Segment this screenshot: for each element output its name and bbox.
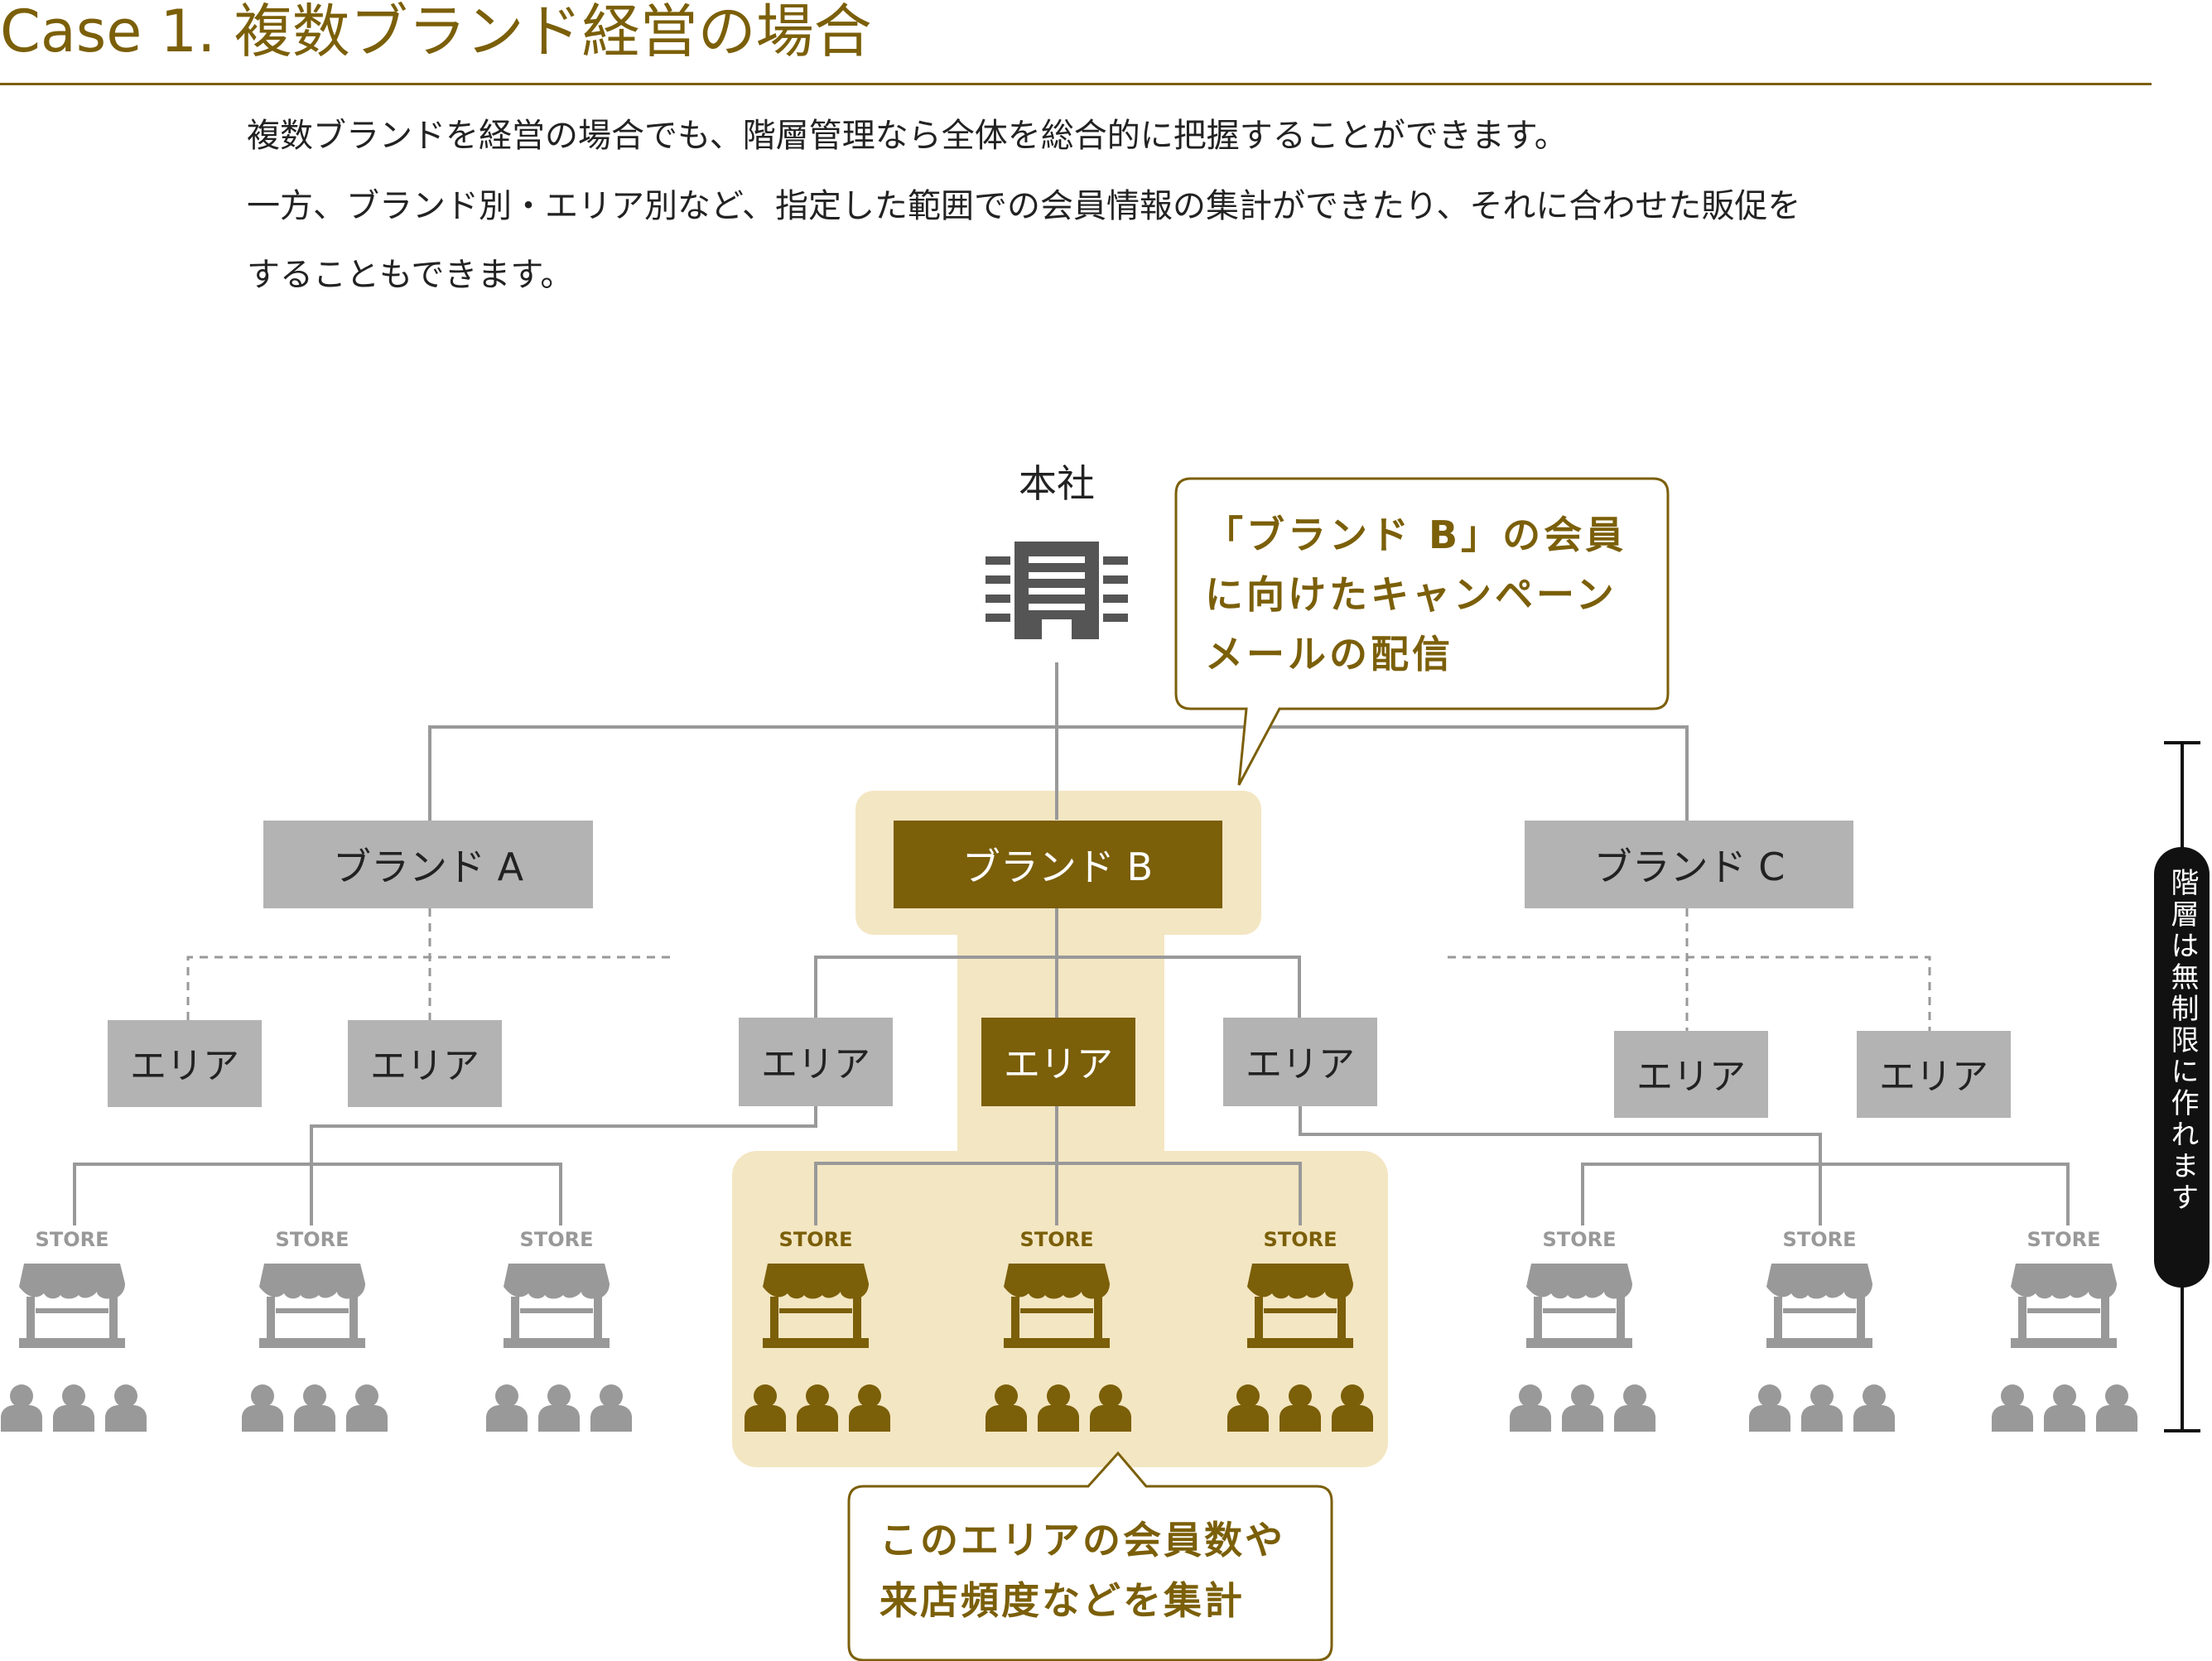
store-label: STORE (276, 1228, 349, 1251)
area-box-b3: エリア (1223, 1018, 1377, 1106)
store-5: STORE (986, 1228, 1131, 1432)
store-7: STORE (1510, 1228, 1655, 1432)
hq-label: 本社 (1019, 461, 1095, 506)
people-icon (986, 1384, 1131, 1432)
area-label: エリア (370, 1045, 480, 1087)
people-icon (745, 1384, 890, 1432)
people-icon (242, 1384, 388, 1432)
area-label: エリア (130, 1045, 239, 1087)
title-underline (0, 83, 2152, 85)
store-label: STORE (1783, 1228, 1857, 1251)
store-label: STORE (1543, 1228, 1617, 1251)
brand-c-box: ブランド C (1525, 821, 1853, 908)
connector-lines (73, 662, 2070, 1225)
people-icon (1992, 1384, 2137, 1432)
callout-campaign: 「ブランド B」の会員 に向けたキャンペーン メールの配信 (1174, 477, 1670, 786)
brand-b-label: ブランド B (962, 845, 1153, 889)
area-label: エリア (761, 1043, 870, 1086)
area-box-a2: エリア (348, 1020, 502, 1107)
people-icon (486, 1384, 632, 1432)
storefront-icon (1526, 1264, 1632, 1348)
people-icon (1749, 1384, 1895, 1432)
store-1: STORE (1, 1228, 147, 1432)
callout-area-stats: このエリアの会員数や 来店頻度などを集計 (847, 1451, 1333, 1661)
store-label: STORE (779, 1228, 853, 1251)
dashed-connectors (186, 908, 1931, 1031)
callout-bottom-line-2: 来店頻度などを集計 (879, 1578, 1245, 1623)
store-2: STORE (242, 1228, 388, 1432)
brand-b-box: ブランド B (894, 821, 1222, 908)
callout-top-line-2: に向けたキャンペーン (1205, 572, 1617, 617)
storefront-icon (1766, 1264, 1872, 1348)
area-box-b2-highlighted: エリア (981, 1018, 1135, 1106)
area-box-c1: エリア (1614, 1031, 1768, 1118)
callout-top-line-3: メールの配信 (1205, 632, 1453, 676)
hierarchy-bracket: 階層は無制限に作れます (2154, 741, 2210, 1432)
store-label: STORE (1264, 1228, 1337, 1251)
area-label: エリア (1636, 1056, 1746, 1098)
store-label: STORE (2027, 1228, 2101, 1251)
storefront-icon (19, 1264, 125, 1348)
area-box-a1: エリア (108, 1020, 262, 1107)
people-icon (1227, 1384, 1373, 1432)
people-icon (1510, 1384, 1655, 1432)
store-3: STORE (486, 1228, 632, 1432)
storefront-icon (2011, 1264, 2117, 1348)
description-line-2: 一方、ブランド別・エリア別など、指定した範囲での会員情報の集計ができたり、それに… (247, 187, 1801, 225)
store-label: STORE (520, 1228, 594, 1251)
storefront-icon (259, 1264, 365, 1348)
storefront-icon (504, 1264, 610, 1348)
store-label: STORE (1020, 1228, 1094, 1251)
store-label: STORE (36, 1228, 109, 1251)
area-label: エリア (1246, 1043, 1355, 1086)
side-badge-text: 階層は無制限に作れます (2166, 868, 2199, 1214)
brand-a-box: ブランド A (263, 821, 593, 908)
callout-top-line-1: 「ブランド B」の会員 (1205, 513, 1626, 557)
store-9: STORE (1992, 1228, 2137, 1432)
brand-a-label: ブランド A (333, 845, 524, 889)
area-box-b1: エリア (739, 1018, 893, 1106)
people-icon (1, 1384, 147, 1432)
area-box-c2: エリア (1857, 1031, 2011, 1118)
page-title: Case 1. 複数ブランド経営の場合 (0, 0, 872, 65)
description-line-3: することもできます。 (247, 256, 574, 294)
office-building-icon (986, 542, 1128, 639)
callout-bottom-line-1: このエリアの会員数や (879, 1518, 1285, 1562)
brand-c-label: ブランド C (1594, 845, 1786, 889)
area-label: エリア (1004, 1043, 1113, 1086)
store-6: STORE (1227, 1228, 1373, 1432)
description-line-1: 複数ブランドを経営の場合でも、階層管理なら全体を総合的に把握することができます。 (247, 117, 1568, 155)
store-8: STORE (1749, 1228, 1895, 1432)
store-4: STORE (745, 1228, 890, 1432)
area-label: エリア (1879, 1056, 1988, 1098)
